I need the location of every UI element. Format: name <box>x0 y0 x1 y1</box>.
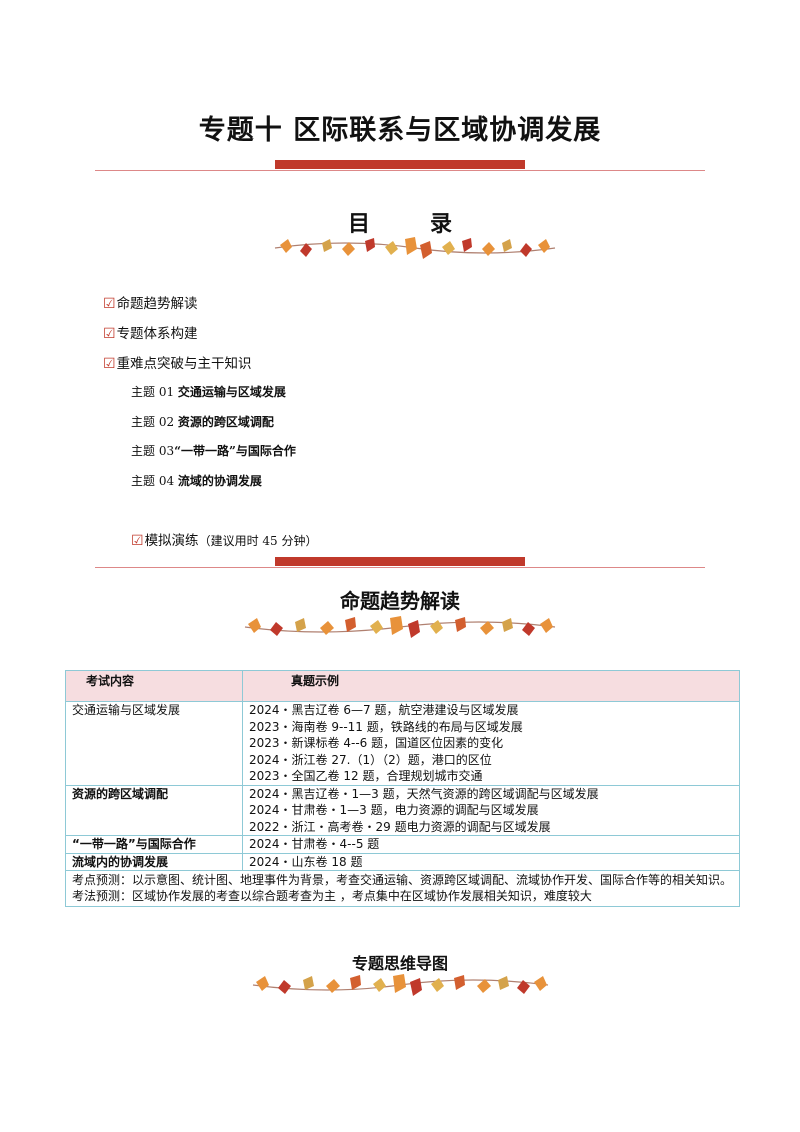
table-header-cell: 真题示例 <box>242 670 740 702</box>
example-line: 2023・海南卷 9--11 题，铁路线的布局与区域发展 <box>249 719 523 734</box>
title-divider <box>95 160 705 172</box>
toc-heading: 目录 <box>0 206 800 238</box>
toc-sub-prefix: 主题 01 <box>131 385 175 399</box>
toc-item-trend[interactable]: ☑命题趋势解读 <box>103 292 198 312</box>
topic-cell: 交通运输与区域发展 <box>65 701 243 786</box>
checkbox-icon: ☑ <box>103 296 116 312</box>
example-line: 2024・浙江卷 27.（1）（2）题，港口的区位 <box>249 752 492 767</box>
toc-sub-label: 资源的跨区域调配 <box>177 415 274 429</box>
checkbox-icon: ☑ <box>103 356 116 372</box>
table-header-row: 考试内容 真题示例 <box>65 670 740 702</box>
examples-cell: 2024・山东卷 18 题 <box>242 852 740 871</box>
toc-item-label: 重难点突破与主干知识 <box>116 356 252 372</box>
example-line: 2024・甘肃卷・4--5 题 <box>249 837 380 851</box>
toc-sub-prefix: 主题 02 <box>131 415 175 429</box>
exam-trend-table: 考试内容 真题示例 交通运输与区域发展 2024・黑吉辽卷 6—7 题，航空港建… <box>65 670 740 907</box>
example-line: 2024・黑吉辽卷 6—7 题，航空港建设与区域发展 <box>249 703 519 717</box>
toc-sub-label: “一带一路”与国际合作 <box>174 444 296 458</box>
table-row: 流域内的协调发展 2024・山东卷 18 题 <box>65 852 740 871</box>
toc-item-label: 模拟演练 <box>144 533 199 549</box>
example-line: 2023・新课标卷 4--6 题，国道区位因素的变化 <box>249 736 504 750</box>
example-line: 2024・甘肃卷・1—3 题，电力资源的调配与区域发展 <box>249 803 539 817</box>
example-line: 2024・山东卷 18 题 <box>249 854 363 869</box>
prediction-note: 考法预测：区域协作发展的考查以综合题考查为主 ，考点集中在区域协作发展相关知识，… <box>72 889 592 903</box>
example-line: 2023・全国乙卷 12 题，合理规划城市交通 <box>249 769 483 783</box>
toc-sub-item-03[interactable]: 主题 03“一带一路”与国际合作 <box>131 442 296 459</box>
topic-cell: 流域内的协调发展 <box>65 852 243 871</box>
toc-sub-label: 流域的协调发展 <box>177 474 262 488</box>
toc-item-system[interactable]: ☑专题体系构建 <box>103 322 198 342</box>
topic-cell: 资源的跨区域调配 <box>65 784 243 836</box>
examples-cell: 2024・甘肃卷・4--5 题 <box>242 835 740 854</box>
topic-cell: “一带一路”与国际合作 <box>65 835 243 854</box>
section-title-mindmap: 专题思维导图 <box>351 954 448 973</box>
toc-sub-item-02[interactable]: 主题 02 资源的跨区域调配 <box>131 413 274 430</box>
table-row: “一带一路”与国际合作 2024・甘肃卷・4--5 题 <box>65 835 740 854</box>
section-divider <box>95 557 705 569</box>
toc-sub-item-01[interactable]: 主题 01 交通运输与区域发展 <box>131 383 286 400</box>
toc-item-label: 命题趋势解读 <box>116 296 198 312</box>
examples-cell: 2024・黑吉辽卷・1—3 题，天然气资源的跨区域调配与区域发展 2024・甘肃… <box>242 784 740 836</box>
toc-practice-note: （建议用时 45 分钟） <box>198 534 318 548</box>
toc-sub-item-04[interactable]: 主题 04 流域的协调发展 <box>131 472 262 489</box>
page-title: 专题十 区际联系与区域协调发展 <box>198 115 602 146</box>
section-title-trend: 命题趋势解读 <box>340 589 460 613</box>
toc-item-label: 专题体系构建 <box>116 326 198 342</box>
checkbox-icon: ☑ <box>103 326 116 342</box>
prediction-note: 考点预测：以示意图、统计图、地理事件为背景，考查交通运输、资源跨区域调配、流域协… <box>72 873 733 887</box>
checkbox-icon: ☑ <box>131 533 144 549</box>
leaf-garland-decoration <box>252 974 549 996</box>
notes-cell: 考点预测：以示意图、统计图、地理事件为背景，考查交通运输、资源跨区域调配、流域协… <box>65 870 740 907</box>
leaf-garland-decoration <box>274 237 556 259</box>
toc-heading-left: 目 <box>347 212 370 237</box>
table-header-cell: 考试内容 <box>65 670 243 702</box>
toc-sub-prefix: 主题 04 <box>131 474 175 488</box>
table-notes-row: 考点预测：以示意图、统计图、地理事件为背景，考查交通运输、资源跨区域调配、流域协… <box>65 870 740 907</box>
toc-sub-label: 交通运输与区域发展 <box>177 385 286 399</box>
toc-item-practice[interactable]: ☑模拟演练（建议用时 45 分钟） <box>131 529 317 549</box>
examples-cell: 2024・黑吉辽卷 6—7 题，航空港建设与区域发展 2023・海南卷 9--1… <box>242 701 740 786</box>
example-line: 2022・浙江・高考卷・29 题电力资源的调配与区域发展 <box>249 819 551 834</box>
toc-sub-prefix: 主题 03 <box>131 444 175 458</box>
leaf-garland-decoration <box>244 616 556 638</box>
table-row: 交通运输与区域发展 2024・黑吉辽卷 6—7 题，航空港建设与区域发展 202… <box>65 701 740 786</box>
example-line: 2024・黑吉辽卷・1—3 题，天然气资源的跨区域调配与区域发展 <box>249 786 599 801</box>
toc-heading-right: 录 <box>430 212 453 237</box>
table-row: 资源的跨区域调配 2024・黑吉辽卷・1—3 题，天然气资源的跨区域调配与区域发… <box>65 784 740 836</box>
toc-item-key-points[interactable]: ☑重难点突破与主干知识 <box>103 352 252 372</box>
